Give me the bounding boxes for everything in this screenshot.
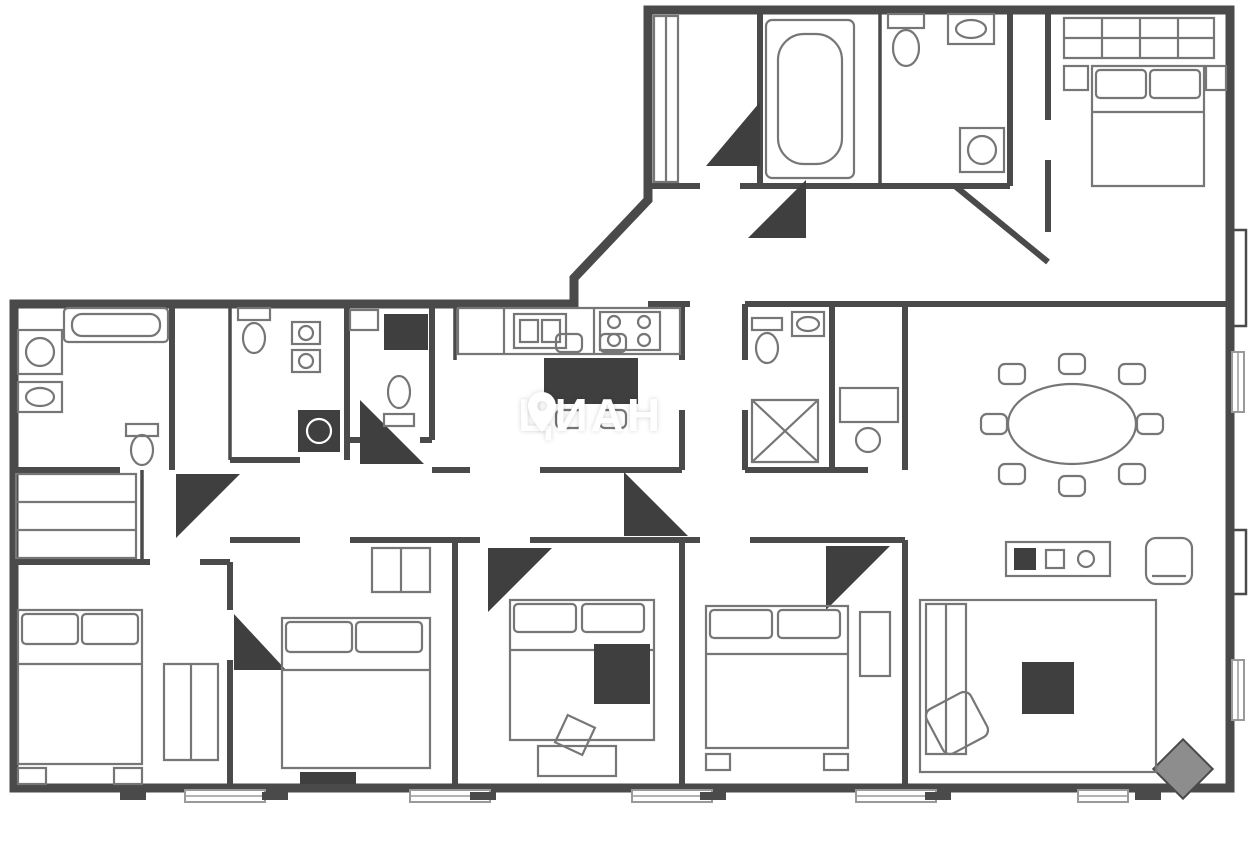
- chair-icon: [554, 408, 584, 430]
- sink-icon: [790, 310, 826, 338]
- washing-machine-icon: [16, 328, 64, 376]
- furniture-living: [918, 352, 1194, 774]
- sink-icon: [290, 348, 322, 374]
- bathtub-icon: [62, 306, 170, 344]
- chair-icon: [598, 332, 628, 354]
- rug-icon: [918, 598, 1158, 774]
- entry-wardrobe-icon: [652, 14, 680, 184]
- sink-icon: [16, 380, 64, 414]
- furniture-bedroom-3: [508, 598, 656, 778]
- nightstand-icon: [704, 752, 732, 772]
- desk-icon: [838, 386, 900, 424]
- map-pin-icon: [528, 392, 556, 432]
- door-swing-icon: [176, 102, 890, 670]
- dining-table-icon: [1006, 382, 1138, 466]
- outer-wall: [9, 5, 1235, 793]
- bed-icon: [508, 598, 656, 742]
- armchair-icon: [1144, 536, 1194, 586]
- furniture-bedroom-2: [280, 546, 432, 784]
- balcony-walls: [1232, 228, 1248, 596]
- kitchen-counter-icon: [456, 306, 682, 356]
- entrance-door-icon: [1151, 737, 1215, 801]
- bench-icon: [300, 772, 356, 784]
- chair-icon: [553, 713, 597, 757]
- kitchen-table-icon: [544, 358, 638, 404]
- toilet-icon: [750, 316, 784, 365]
- sink-icon: [290, 320, 322, 346]
- dining-chairs-icon: [979, 352, 1165, 498]
- windows: [120, 351, 1245, 803]
- furniture-bath-2: [236, 306, 428, 452]
- bed-icon: [280, 616, 432, 770]
- furniture-bath-3: [750, 310, 900, 464]
- dresser-icon: [858, 610, 892, 678]
- armchair-icon: [924, 690, 990, 756]
- kitchen-sink-icon: [512, 312, 568, 350]
- furniture-bedroom-1: [16, 608, 220, 786]
- window-glass-lines: [185, 352, 1239, 797]
- chair-icon: [554, 332, 584, 354]
- sink-icon: [946, 12, 996, 46]
- toilet-icon: [382, 374, 416, 428]
- washing-machine-icon: [298, 410, 340, 452]
- wardrobe-icon: [162, 662, 220, 762]
- desk-icon: [536, 744, 618, 778]
- bed-icon: [704, 604, 850, 750]
- furniture-kitchen: [456, 306, 682, 430]
- watermark: ЦИАН: [518, 388, 663, 442]
- main-interior-walls: [14, 304, 908, 788]
- toilet-icon: [236, 306, 272, 355]
- stove-icon: [598, 310, 662, 352]
- furniture-upper: [652, 12, 1228, 188]
- nightstand-icon: [16, 766, 48, 786]
- sofa-icon: [924, 602, 968, 756]
- doors: [176, 102, 1215, 801]
- sink-icon: [348, 308, 380, 332]
- toilet-icon: [124, 422, 160, 467]
- washing-machine-icon: [958, 126, 1006, 174]
- tv-console-icon: [1004, 540, 1112, 578]
- furniture-bedroom-4: [704, 604, 892, 772]
- nightstand-icon: [822, 752, 850, 772]
- closet-shelves-icon: [14, 472, 138, 560]
- bed-icon: [16, 608, 144, 766]
- coffee-table-icon: [1022, 662, 1074, 714]
- furniture-left-bath: [14, 306, 170, 560]
- shower-icon: [750, 398, 820, 464]
- nightstand-icon: [112, 766, 144, 786]
- wardrobe-icon: [370, 546, 432, 594]
- main-partition-walls: [140, 304, 457, 562]
- nightstand-icon: [1062, 64, 1090, 92]
- washing-machine-icon: [384, 314, 428, 350]
- bathtub-icon: [764, 18, 856, 180]
- bed-icon: [1090, 64, 1206, 188]
- wardrobe-icon: [1062, 16, 1216, 60]
- nightstand-icon: [1204, 64, 1228, 92]
- chair-icon: [854, 426, 882, 454]
- chair-icon: [598, 408, 628, 430]
- upper-interior-walls: [648, 10, 1230, 307]
- window-frames: [184, 351, 1245, 803]
- toilet-icon: [886, 12, 926, 68]
